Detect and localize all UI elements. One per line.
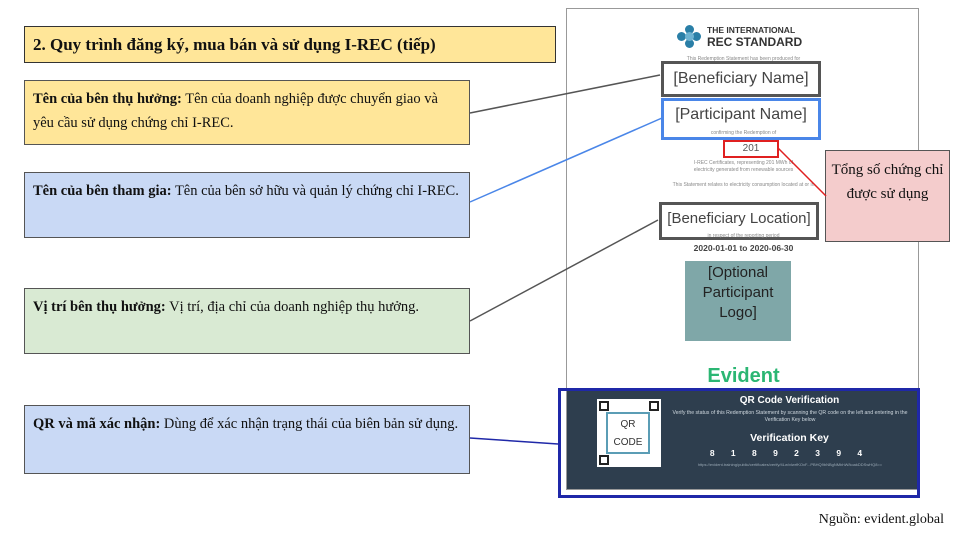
verification-key-label: Verification Key bbox=[750, 432, 829, 444]
connector-participant-name bbox=[469, 117, 663, 203]
callout-label: Vị trí bên thụ hưởng: bbox=[33, 299, 166, 315]
cert-intro: This Redemption Statement has been produ… bbox=[686, 56, 801, 62]
logo-line2: REC STANDARD bbox=[707, 35, 803, 49]
callout-text: Dùng để xác nhận trạng thái của biên bản… bbox=[160, 416, 459, 432]
beneficiary-name-field: [Beneficiary Name] bbox=[661, 61, 821, 97]
evident-brand: Evident bbox=[707, 365, 780, 387]
logo-line1: THE INTERNATIONAL bbox=[707, 25, 796, 35]
participant-name-field: [Participant Name] bbox=[661, 98, 821, 140]
connector-amount bbox=[777, 147, 827, 197]
cert-confirming: confirming the Redemption of bbox=[710, 130, 777, 136]
cert-relates: This Statement relates to electricity co… bbox=[672, 182, 815, 188]
irec-logo-icon bbox=[677, 25, 701, 49]
callout-text: Vị trí, địa chỉ của doanh nghiệp thụ hưở… bbox=[165, 299, 420, 315]
beneficiary-location-field: [Beneficiary Location] bbox=[659, 202, 819, 240]
slide-title: 2. Quy trình đăng ký, mua bán và sử dụng… bbox=[24, 26, 556, 63]
redemption-certificate: THE INTERNATIONAL REC STANDARD This Rede… bbox=[566, 8, 920, 490]
total-certificates-note: Tổng số chứng chỉ được sử dụng bbox=[825, 150, 950, 242]
callout-label: Tên của bên thụ hưởng: bbox=[33, 91, 182, 107]
callout-text: Tên của bên sở hữu và quản lý chứng chỉ … bbox=[171, 183, 459, 199]
amount-desc-1: I-REC Certificates, representing 201 MWh… bbox=[694, 160, 793, 166]
callout-qr-verification: QR và mã xác nhận: Dùng để xác nhận trạn… bbox=[24, 405, 470, 474]
period-text: in respect of the reporting period bbox=[707, 233, 780, 239]
source-note: Nguồn: evident.global bbox=[818, 512, 944, 527]
callout-label: QR và mã xác nhận: bbox=[33, 416, 161, 432]
qr-highlight-frame bbox=[558, 388, 920, 498]
callout-beneficiary-name: Tên của bên thụ hưởng: Tên của doanh ngh… bbox=[24, 80, 470, 145]
qr-code-icon: QR CODE bbox=[597, 399, 661, 467]
qr-code-label: QR CODE bbox=[606, 412, 650, 454]
qr-verification-panel: QR CODE QR Code Verification Verify the … bbox=[567, 391, 920, 489]
amount-desc-2: electricity generated from renewable sou… bbox=[693, 167, 794, 173]
qr-heading: QR Code Verification bbox=[739, 395, 840, 406]
irec-logo: THE INTERNATIONAL REC STANDARD bbox=[677, 23, 817, 53]
participant-name: [Participant Name] bbox=[675, 106, 807, 123]
reporting-period: 2020-01-01 to 2020-06-30 bbox=[693, 243, 794, 253]
verification-url: https://evident.training/public/certific… bbox=[697, 462, 883, 467]
callout-participant-name: Tên của bên tham gia: Tên của bên sở hữu… bbox=[24, 172, 470, 238]
connector-qr bbox=[469, 437, 559, 445]
optional-participant-logo: [Optional Participant Logo] bbox=[685, 261, 791, 341]
callout-text: Tên của doanh nghiệp được chuyển giao và… bbox=[33, 91, 438, 131]
callout-label: Tên của bên tham gia: bbox=[33, 183, 172, 199]
connector-beneficiary-location bbox=[469, 219, 659, 322]
qr-description: Verify the status of this Redemption Sta… bbox=[672, 410, 908, 423]
callout-beneficiary-location: Vị trí bên thụ hưởng: Vị trí, địa chỉ củ… bbox=[24, 288, 470, 354]
connector-beneficiary-name bbox=[469, 74, 661, 114]
verification-key: 8 1 8 9 2 3 9 4 bbox=[709, 448, 870, 458]
